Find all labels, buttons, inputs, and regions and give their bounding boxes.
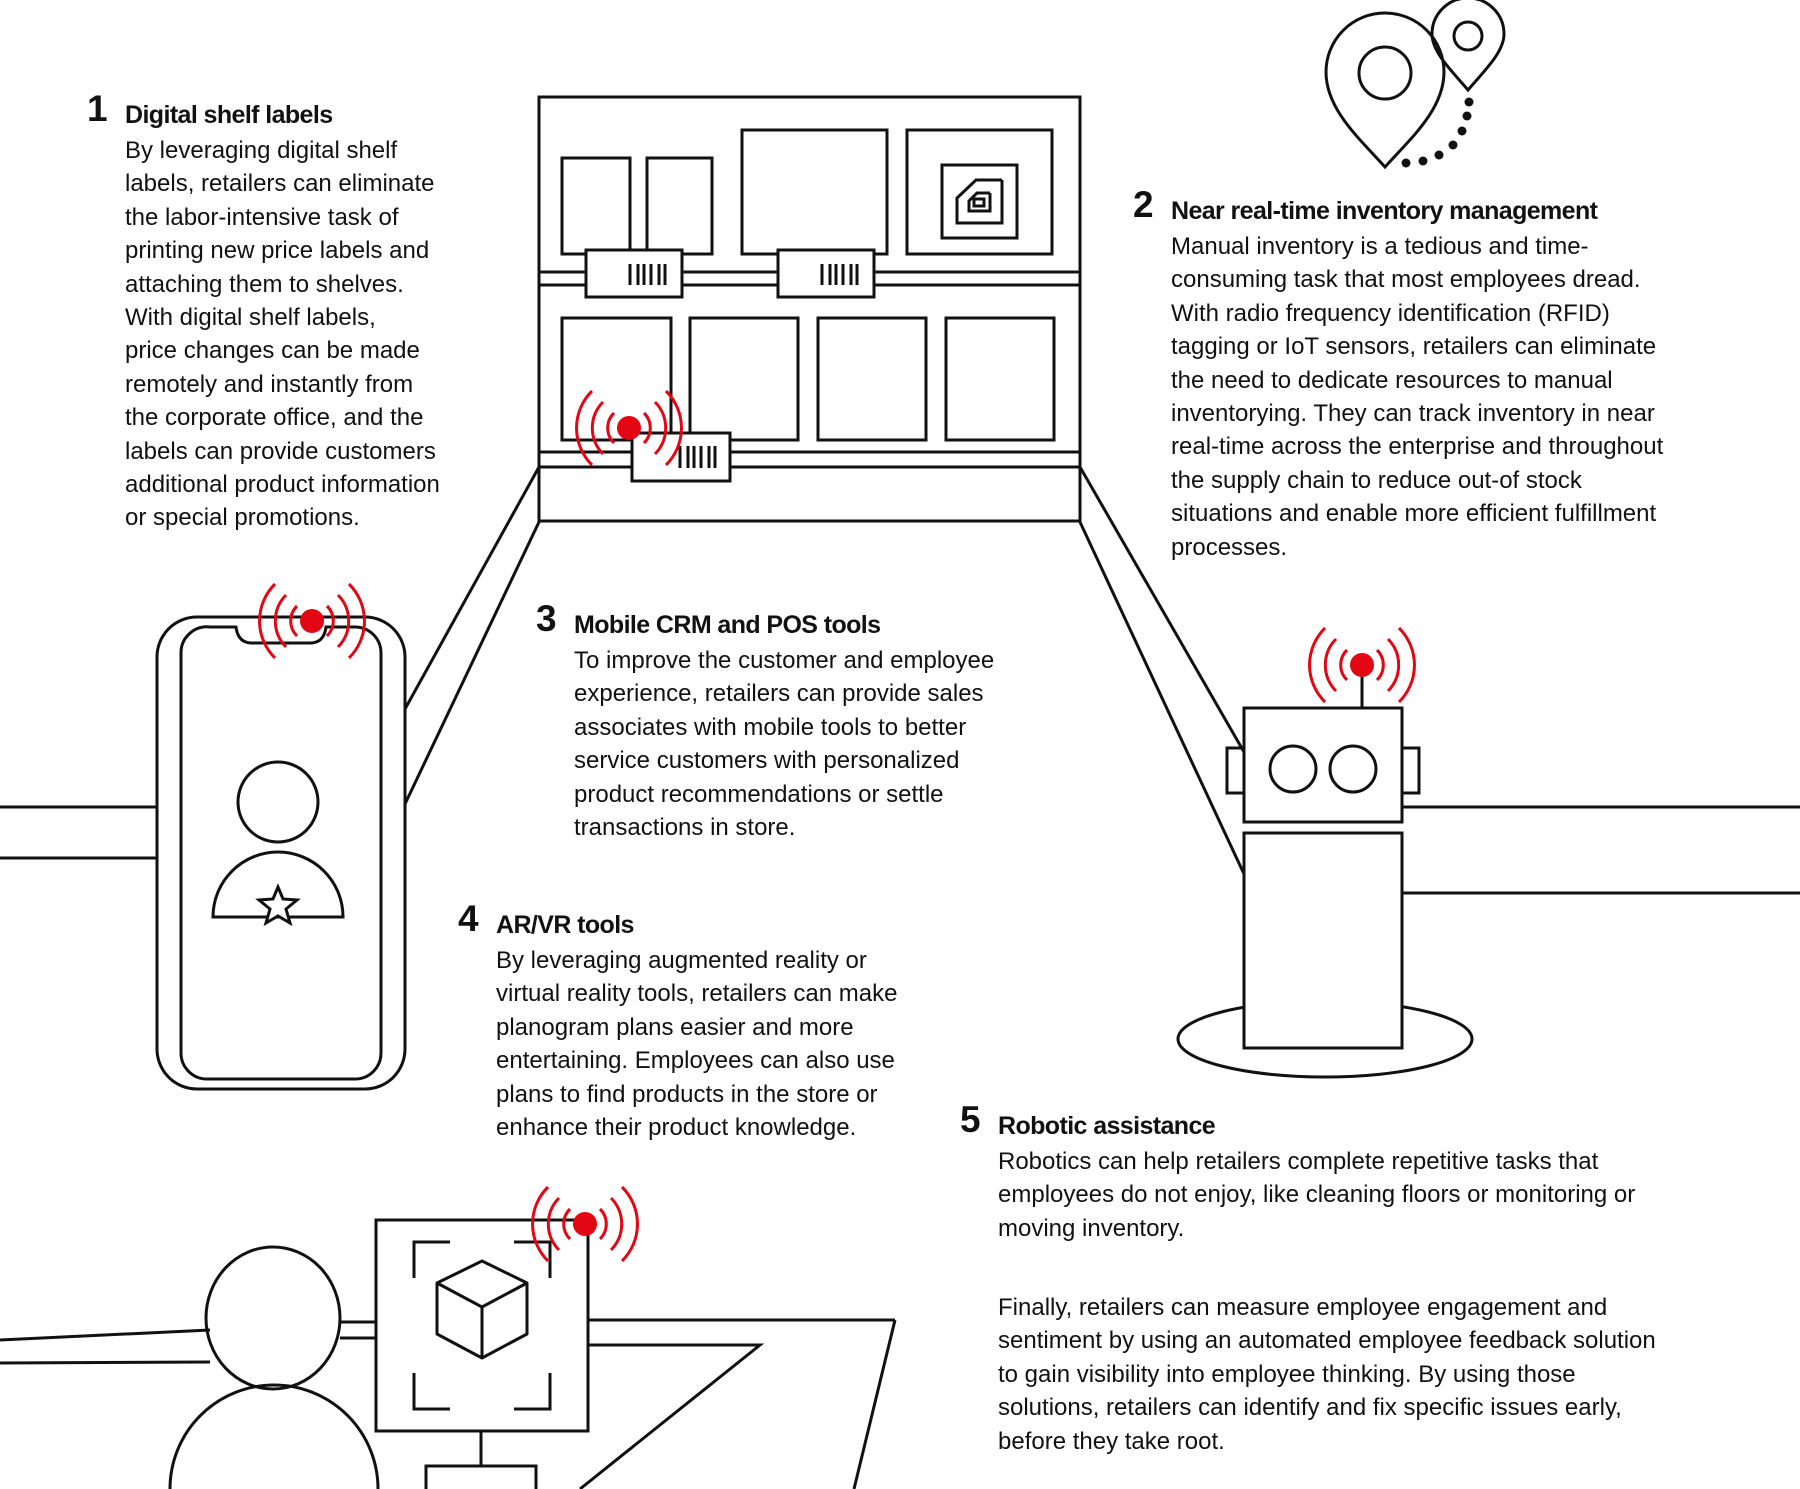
section-number: 5 xyxy=(960,1099,981,1140)
wireless-signal-icon xyxy=(258,582,366,660)
cube-icon xyxy=(435,1259,529,1360)
section-title: Digital shelf labels xyxy=(125,101,333,129)
shelf-unit xyxy=(537,95,1082,523)
section-number: 3 xyxy=(536,598,557,639)
map-pin-icon xyxy=(1324,0,1506,170)
section-title: Mobile CRM and POS tools xyxy=(574,611,881,639)
floor-lines xyxy=(0,466,1800,1489)
section-body: Manual inventory is a tedious and time- … xyxy=(1171,233,1664,561)
section-body: By leveraging digital shelf labels, reta… xyxy=(125,137,440,532)
section-1: 1 Digital shelf labels By leveraging dig… xyxy=(87,90,485,535)
digital-price-label xyxy=(584,248,684,299)
closing-paragraph: Finally, retailers can measure employee … xyxy=(998,1294,1656,1455)
section-number: 1 xyxy=(87,88,108,129)
section-5: 5 Robotic assistance Robotics can help r… xyxy=(960,1101,1698,1245)
person-silhouette xyxy=(168,1245,380,1489)
section-body: By leveraging augmented reality or virtu… xyxy=(496,947,898,1142)
route-dots xyxy=(1401,97,1474,168)
star-icon xyxy=(255,883,301,927)
section-body: To improve the customer and employee exp… xyxy=(574,647,995,842)
digital-price-label xyxy=(776,248,876,299)
section-title: AR/VR tools xyxy=(496,911,634,939)
smartphone xyxy=(155,615,407,1091)
ar-viewer xyxy=(340,1218,590,1489)
employee-avatar xyxy=(211,760,345,919)
rfid-tag xyxy=(940,163,1019,240)
section-number: 4 xyxy=(458,898,479,939)
section-number: 2 xyxy=(1133,184,1154,225)
robot xyxy=(1176,665,1474,1079)
section-4: 4 AR/VR tools By leveraging augmented re… xyxy=(458,900,946,1144)
section-title: Near real-time inventory management xyxy=(1171,197,1598,225)
section-2: 2 Near real-time inventory management Ma… xyxy=(1133,186,1731,564)
section-3: 3 Mobile CRM and POS tools To improve th… xyxy=(536,600,1054,844)
section-title: Robotic assistance xyxy=(998,1112,1216,1140)
section-body: Robotics can help retailers complete rep… xyxy=(998,1148,1636,1242)
